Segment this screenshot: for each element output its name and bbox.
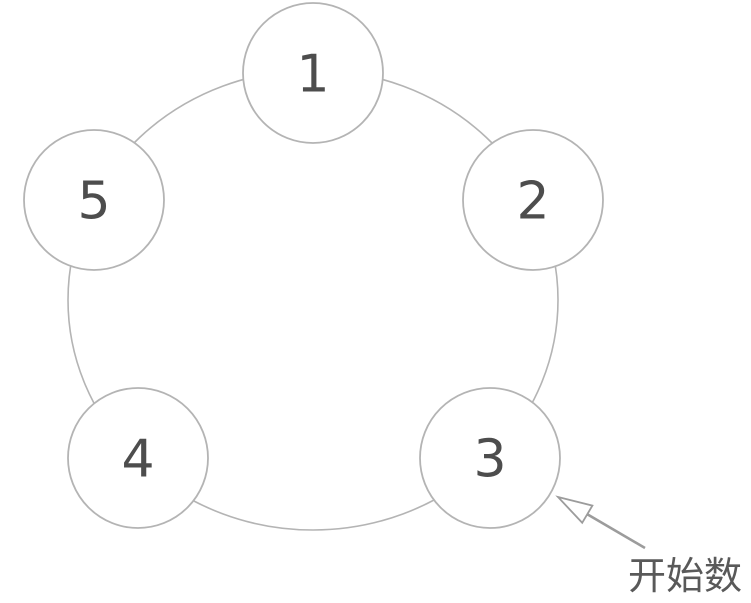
start-arrow-head-icon [555,495,594,525]
node-1: 1 [242,2,384,144]
start-arrow-shaft [586,513,646,550]
node-5-label: 5 [77,172,110,232]
node-2: 2 [462,129,604,271]
node-4: 4 [67,387,209,529]
node-3: 3 [419,387,561,529]
start-arrow [555,495,646,550]
node-5-circle [23,129,165,271]
node-3-circle [419,387,561,529]
node-2-circle [462,129,604,271]
node-1-label: 1 [296,45,329,105]
node-4-circle [67,387,209,529]
node-5: 5 [23,129,165,271]
node-1-circle [242,2,384,144]
node-2-label: 2 [516,172,549,232]
node-3-label: 3 [473,430,506,490]
node-4-label: 4 [121,430,154,490]
start-count-label: 开始数 [628,556,742,598]
